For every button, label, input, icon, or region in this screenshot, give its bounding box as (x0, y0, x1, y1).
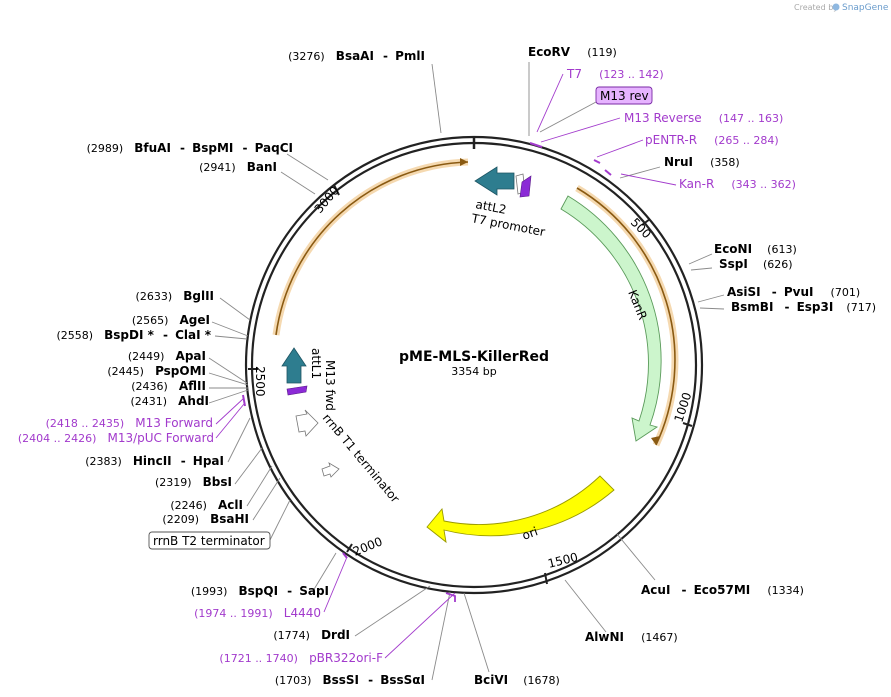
site-bfuai-bspmi-paqci[interactable]: (2989) BfuAI - BspMI - PaqCI (87, 137, 293, 156)
primer-m13-puc-forward[interactable]: (2404 .. 2426) M13/pUC Forward (18, 427, 214, 446)
tick-2000: 2000 (346, 534, 385, 559)
site-bani[interactable]: (2941) BanI (199, 156, 277, 175)
site-acli[interactable]: (2246) AclI (170, 494, 243, 513)
site-bsmbi-esp3i[interactable]: BsmBI - Esp3I (717) (731, 296, 876, 315)
tick-2500: 2500 (248, 366, 267, 397)
primer-m13-reverse[interactable]: M13 Reverse (147 .. 163) (624, 107, 783, 126)
site-aflii[interactable]: (2436) AflII (131, 375, 206, 394)
site-nrui[interactable]: NruI (358) (664, 151, 740, 170)
site-acui-eco57mi[interactable]: AcuI - Eco57MI (1334) (641, 579, 804, 598)
ori-label: ori (520, 524, 539, 542)
site-bspdi-clai[interactable]: (2558) BspDI * - ClaI * (56, 324, 211, 343)
primer-m13-rev-label: M13 rev (600, 89, 649, 103)
site-bsahi[interactable]: (2209) BsaHI (162, 508, 249, 527)
rrnb-t2-label: rrnB T2 terminator (153, 534, 265, 548)
attl1-label: attL1 (309, 348, 323, 379)
primer-pbr322ori-f[interactable]: (1721 .. 1740) pBR322ori-F (219, 647, 383, 666)
orf-arc-left (272, 158, 469, 336)
site-bsssi-bssssai[interactable]: (1703) BssSI - BssSαI (275, 669, 425, 688)
site-asisi-pvui[interactable]: AsiSI - PvuI (701) (727, 281, 860, 300)
attl1-feature[interactable]: attL1 M13 fwd (281, 347, 337, 411)
site-leaders (208, 62, 725, 681)
site-pspomi[interactable]: (2445) PspOMI (107, 360, 206, 379)
site-ahdi[interactable]: (2431) AhdI (130, 390, 209, 409)
site-apai[interactable]: (2449) ApaI (128, 345, 206, 364)
site-bcivi[interactable]: BciVI (1678) (474, 669, 560, 688)
m13-fwd-label: M13 fwd (323, 360, 337, 411)
rrnb-t2-box[interactable]: rrnB T2 terminator (148, 499, 291, 550)
plasmid-size: 3354 bp (451, 365, 496, 378)
primer-kan-r[interactable]: Kan-R (343 .. 362) (679, 173, 796, 192)
orf-arc-right (575, 184, 679, 447)
site-alwni[interactable]: AlwNI (1467) (585, 626, 678, 645)
credit-brand: SnapGene (842, 3, 889, 13)
primer-t7[interactable]: T7 (123 .. 142) (566, 63, 664, 82)
m13-rev-mark (519, 175, 532, 198)
primer-pentr-r[interactable]: pENTR-R (265 .. 284) (645, 129, 779, 148)
tick-label-2000: 2000 (351, 534, 385, 558)
site-bbsi[interactable]: (2319) BbsI (155, 471, 232, 490)
credit-prefix: Created by (794, 3, 838, 12)
site-drdi[interactable]: (1774) DrdI (273, 624, 350, 643)
site-bsaai-pmli[interactable]: (3276) BsaAI - PmlI (288, 45, 425, 64)
attl2-label: attL2 (474, 197, 507, 217)
primer-m13-forward[interactable]: (2418 .. 2435) M13 Forward (46, 412, 213, 431)
site-ecorv[interactable]: EcoRV (119) (528, 41, 617, 60)
site-hincii-hpai[interactable]: (2383) HincII - HpaI (85, 450, 224, 469)
t7-promoter-label: T7 promoter (469, 211, 546, 239)
primer-l4440[interactable]: (1974 .. 1991) L4440 (194, 602, 321, 621)
rrnb-t1-label: rrnB T1 terminator (320, 411, 403, 506)
primer-marks (242, 142, 612, 602)
site-agei[interactable]: (2565) AgeI (132, 309, 210, 328)
site-bspqi-sapi[interactable]: (1993) BspQI - SapI (191, 580, 329, 599)
plasmid-name: pME-MLS-KillerRed (399, 349, 549, 365)
primer-m13-rev-box[interactable]: M13 rev (595, 86, 653, 105)
primer-leaders (215, 73, 677, 659)
snapgene-logo: SnapGene (832, 3, 889, 13)
site-bglii[interactable]: (2633) BglII (136, 285, 214, 304)
rrnb-t1-feature[interactable]: rrnB T1 terminator (295, 409, 403, 506)
site-sspi[interactable]: SspI (626) (719, 253, 793, 272)
attl2-feature[interactable]: attL2 T7 promoter (469, 166, 546, 239)
ori-feature[interactable]: ori (426, 475, 615, 544)
tick-label-2500: 2500 (253, 366, 267, 397)
site-econi[interactable]: EcoNI (613) (714, 238, 797, 257)
m13-fwd-mark (286, 385, 308, 396)
